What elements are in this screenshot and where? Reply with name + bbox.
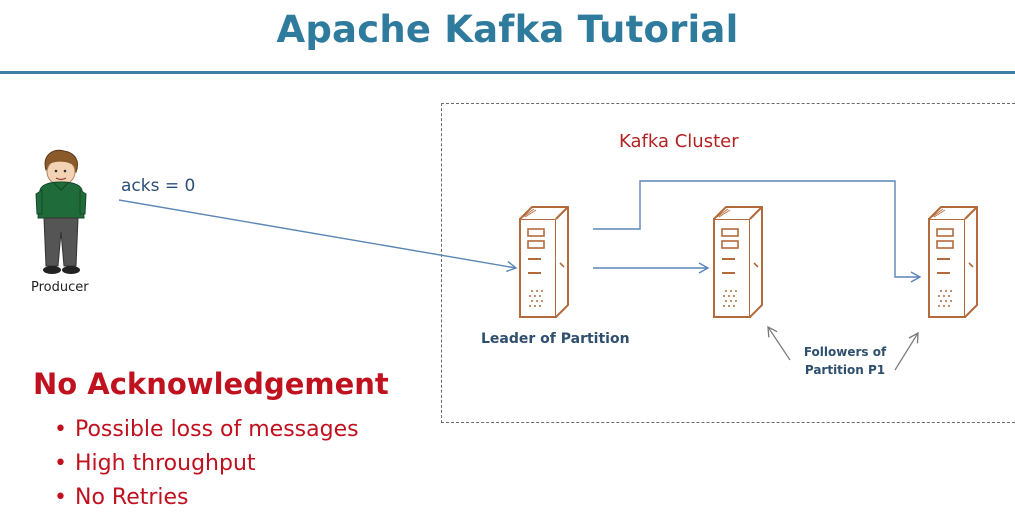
- acks-label: acks = 0: [121, 176, 196, 196]
- followers-label: Followers of Partition P1: [790, 343, 900, 379]
- bullet-dot-icon: •: [54, 485, 67, 510]
- kafka-cluster-label: Kafka Cluster: [619, 131, 739, 152]
- bullet-text: High throughput: [74, 451, 256, 476]
- bullet-item: • Possible loss of messages: [54, 413, 359, 447]
- no-ack-heading: No Acknowledgement: [33, 367, 389, 401]
- kafka-cluster-boundary: [441, 103, 1015, 423]
- producer-label: Producer: [31, 280, 89, 295]
- bullet-item: • High throughput: [54, 447, 359, 481]
- summary-bullet-list: • Possible loss of messages • High through…: [54, 413, 359, 515]
- follower-server-2-icon: [928, 206, 978, 318]
- replicate-arrow-follower-2: [593, 180, 922, 283]
- bullet-text: Possible loss of messages: [74, 417, 359, 442]
- followers-label-line1: Followers of: [803, 345, 887, 359]
- follower-server-1-icon: [713, 206, 763, 318]
- producer-person-icon: [35, 149, 87, 274]
- title-divider: [0, 71, 1015, 74]
- bullet-dot-icon: •: [54, 417, 67, 442]
- bullet-dot-icon: •: [54, 451, 67, 476]
- follower-pointer-arrow-1: [767, 325, 791, 361]
- bullet-text: No Retries: [74, 485, 189, 510]
- leader-partition-label: Leader of Partition: [481, 331, 630, 347]
- produce-arrow: [118, 199, 518, 273]
- page-title: Apache Kafka Tutorial: [276, 8, 739, 51]
- follower-pointer-arrow-2: [894, 331, 919, 371]
- bullet-item: • No Retries: [54, 481, 359, 515]
- followers-label-line2: Partition P1: [804, 363, 886, 377]
- leader-server-icon: [519, 206, 569, 318]
